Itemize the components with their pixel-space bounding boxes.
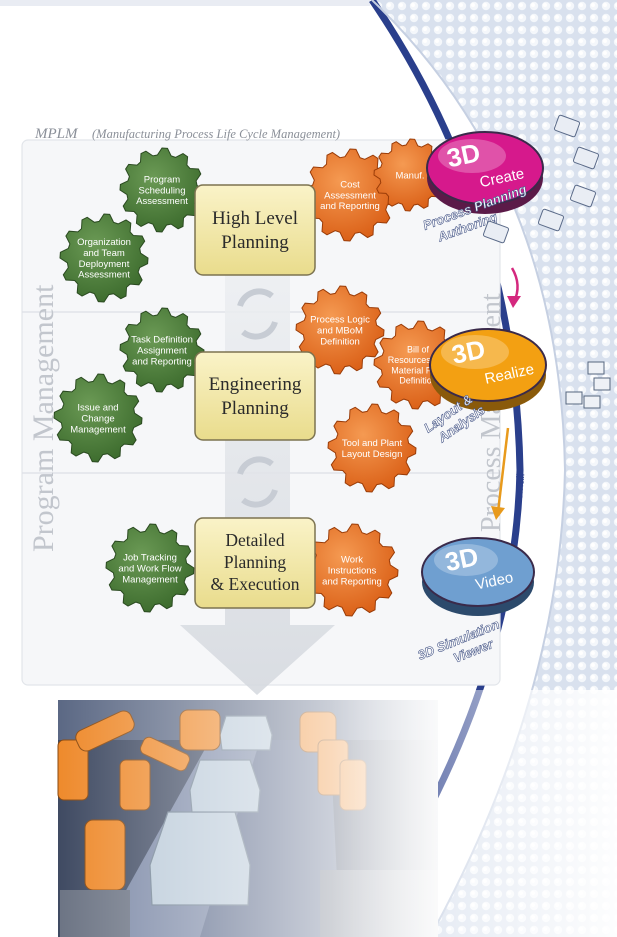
planning-box-line: & Execution <box>211 574 300 594</box>
image-fade <box>330 690 617 937</box>
gear-label-line: and Reporting <box>322 576 382 587</box>
gear-label-line: and MBoM <box>317 325 363 336</box>
cycle-icon <box>237 456 278 508</box>
gear-label-line: Program <box>144 174 181 185</box>
gear-label-line: Layout Design <box>342 449 403 460</box>
gear-label-line: and Work Flow <box>118 563 181 574</box>
module-prefix: 3D <box>449 334 488 370</box>
tool-icons <box>482 114 600 244</box>
arrow-head <box>507 296 521 308</box>
gear-label-line: and Reporting <box>320 201 380 212</box>
gear-label-line: Job Tracking <box>123 552 177 563</box>
gear-label-line: Process Logic <box>310 314 370 325</box>
planning-box-line: High Level <box>212 208 298 229</box>
header-title: MPLM <box>34 126 79 142</box>
arrow-head <box>491 506 505 520</box>
email-label: email <box>513 473 527 500</box>
gear-shape <box>295 285 385 375</box>
gear-label-line: Issue and <box>77 402 118 413</box>
planning-box-line: Planning <box>221 398 289 419</box>
gear-label-line: Scheduling <box>138 185 185 196</box>
gear-label-line: Management <box>70 424 126 435</box>
gear-label-line: Bill of <box>407 345 430 355</box>
gear-label-line: Assessment <box>136 196 188 207</box>
gear-label-line: and Reporting <box>132 356 192 367</box>
gear-label-line: Tool and Plant <box>342 438 403 449</box>
gear-label: Manuf. <box>395 170 424 181</box>
gear-shape <box>373 138 447 212</box>
module-3d-video[interactable]: 3D Video <box>421 537 535 616</box>
gear-label-line: and Team <box>83 248 125 259</box>
gear-shape <box>59 213 149 303</box>
gear-label-line: Change <box>81 413 114 424</box>
gear-label-line: Assessment <box>78 270 130 281</box>
top-strip <box>0 0 370 6</box>
planning-box-line: Planning <box>221 232 289 253</box>
gear-label-line: Cost <box>340 179 360 190</box>
module-3d-create[interactable]: 3D Create <box>426 131 544 214</box>
planning-box-line: Engineering <box>209 374 302 395</box>
flow-arrow <box>180 240 335 695</box>
gear-shape <box>105 523 195 613</box>
gear-label-line: Material Flow <box>391 365 445 375</box>
gear-shape <box>119 307 205 393</box>
gear-label-line: Definition <box>399 376 437 386</box>
gear-label-line: Organization <box>77 237 131 248</box>
gear-shape <box>53 373 143 463</box>
gear-label-line: Instructions <box>328 565 377 576</box>
cycle-icon <box>237 288 278 340</box>
gear-label-line: Assessment <box>324 190 376 201</box>
gear-manuf: Manuf. <box>373 138 447 212</box>
gear-label-line: Manuf. <box>395 170 424 181</box>
gear-label-line: Task Definition <box>131 334 193 345</box>
header-subtitle: (Manufacturing Process Life Cycle Manage… <box>92 127 340 141</box>
module-3d-realize[interactable]: 3D Realize <box>429 328 547 411</box>
gear-label-line: Definition <box>320 336 360 347</box>
module-prefix: 3D <box>442 541 481 577</box>
gear-label-line: Resources and <box>388 355 449 365</box>
block-icons <box>565 361 611 409</box>
module-prefix: 3D <box>444 137 483 173</box>
gear-shape <box>119 147 205 233</box>
realize-to-video-arrow <box>496 427 510 513</box>
gear-label-line: Work <box>341 554 363 565</box>
gear-label-line: Management <box>122 574 178 585</box>
planning-box-line: Planning <box>224 552 286 572</box>
gear-shape <box>327 403 417 493</box>
gear-label-line: Assignment <box>137 345 187 356</box>
gear-label-line: Deployment <box>79 259 130 270</box>
planning-box-line: Detailed <box>225 530 285 550</box>
